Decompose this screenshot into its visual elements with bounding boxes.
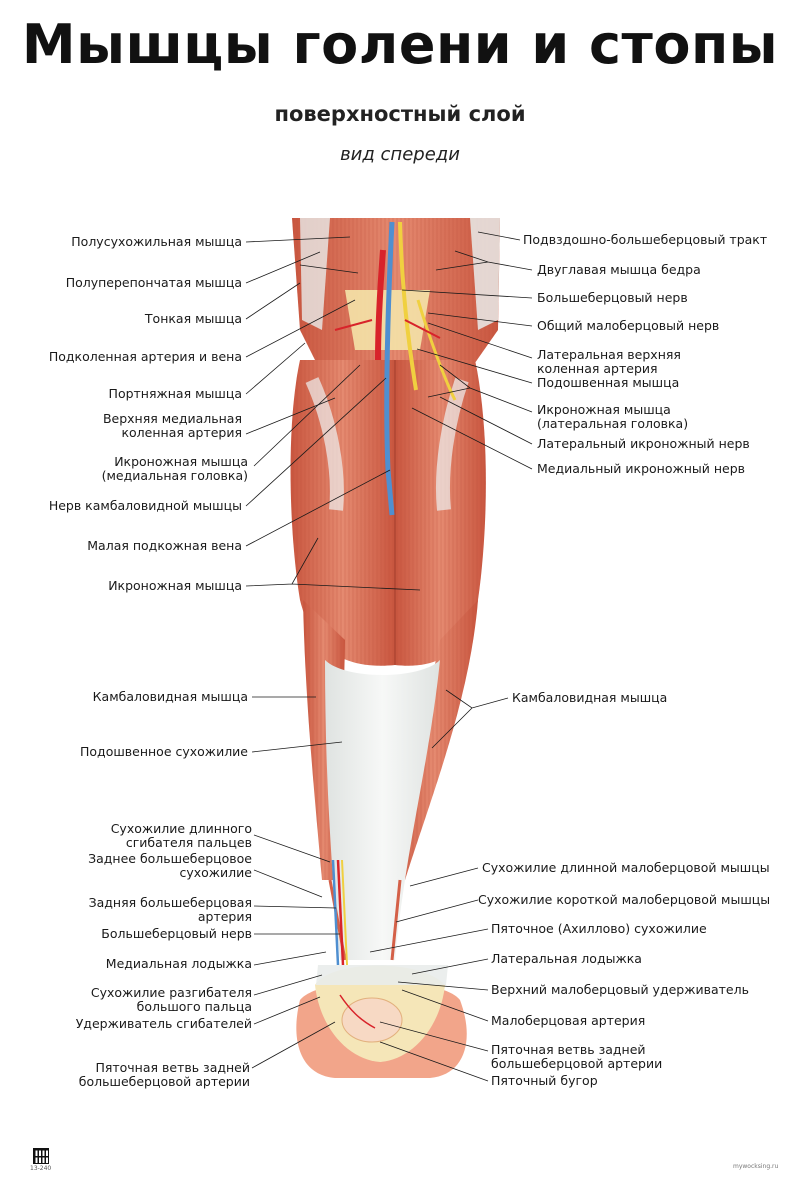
- label-soleus-right: Камбаловидная мышца: [512, 690, 668, 705]
- label-tibial-nerve-left: Большеберцовый нерв: [101, 926, 252, 941]
- label-fibularis-longus-tendon: Сухожилие длинной малоберцовой мышцы: [482, 860, 770, 875]
- label-medial-sural-nerve: Медиальный икроножный нерв: [537, 461, 746, 476]
- label-fibularis-brevis-tendon: Сухожилие короткой малоберцовой мышцы: [478, 892, 771, 907]
- vessels-nerves: [331, 221, 457, 1029]
- leader-lines-left: [245, 236, 421, 1069]
- poster-title: Мышцы голени и стопы: [21, 13, 779, 76]
- thigh-region: [292, 218, 500, 370]
- label-lateral-sural-nerve: Латеральный икроножный нерв: [537, 436, 750, 451]
- qr-code: [33, 1148, 49, 1164]
- label-tibial-nerve-right: Большеберцовый нерв: [537, 290, 688, 305]
- label-small-saphenous-vein: Малая подкожная вена: [87, 538, 242, 553]
- label-iliotibial-tract: Подвздошно-большеберцовый тракт: [523, 232, 768, 247]
- label-biceps-femoris: Двуглавая мышца бедра: [537, 262, 701, 277]
- label-gastrocnemius-lateral-head: Икроножная мышца(латеральная головка): [537, 402, 689, 431]
- label-common-fibular-nerve: Общий малоберцовый нерв: [537, 318, 720, 333]
- label-calcaneal-tuberosity: Пяточный бугор: [491, 1073, 598, 1088]
- label-soleus-left: Камбаловидная мышца: [92, 689, 248, 704]
- label-semitendinosus: Полусухожильная мышца: [71, 234, 242, 249]
- leader-lines-right: [369, 231, 533, 1082]
- label-plantaris-tendon: Подошвенное сухожилие: [80, 744, 248, 759]
- label-gracilis: Тонкая мышца: [144, 311, 242, 326]
- label-achilles-tendon: Пяточное (Ахиллово) сухожилие: [491, 921, 707, 936]
- heel-region: [296, 965, 467, 1078]
- label-soleus-nerve: Нерв камбаловидной мышцы: [48, 498, 242, 513]
- label-plantaris-muscle: Подошвенная мышца: [537, 375, 680, 390]
- label-superior-fibular-retinaculum: Верхний малоберцовый удерживатель: [491, 982, 749, 997]
- view-caption: вид спереди: [340, 144, 460, 165]
- label-popliteal-artery-vein: Подколенная артерия и вена: [48, 349, 242, 364]
- poster-subtitle: поверхностный слой: [274, 102, 526, 126]
- label-gastrocnemius: Икроножная мышца: [108, 578, 242, 593]
- product-code: 13-240: [30, 1165, 52, 1172]
- label-medial-malleolus: Медиальная лодыжка: [105, 956, 252, 971]
- label-semimembranosus: Полуперепончатая мышца: [65, 275, 242, 290]
- label-fibular-artery: Малоберцовая артерия: [491, 1013, 646, 1028]
- gastrocnemius-muscle: [290, 360, 486, 666]
- label-gastrocnemius-medial-head: Икроножная мышца(медиальная головка): [101, 454, 248, 483]
- label-flexor-retinaculum: Удерживатель сгибателей: [75, 1016, 252, 1031]
- label-lateral-malleolus: Латеральная лодыжка: [491, 951, 642, 966]
- website-link[interactable]: mywocksing.ru: [733, 1163, 779, 1170]
- label-sartorius: Портняжная мышца: [108, 386, 242, 401]
